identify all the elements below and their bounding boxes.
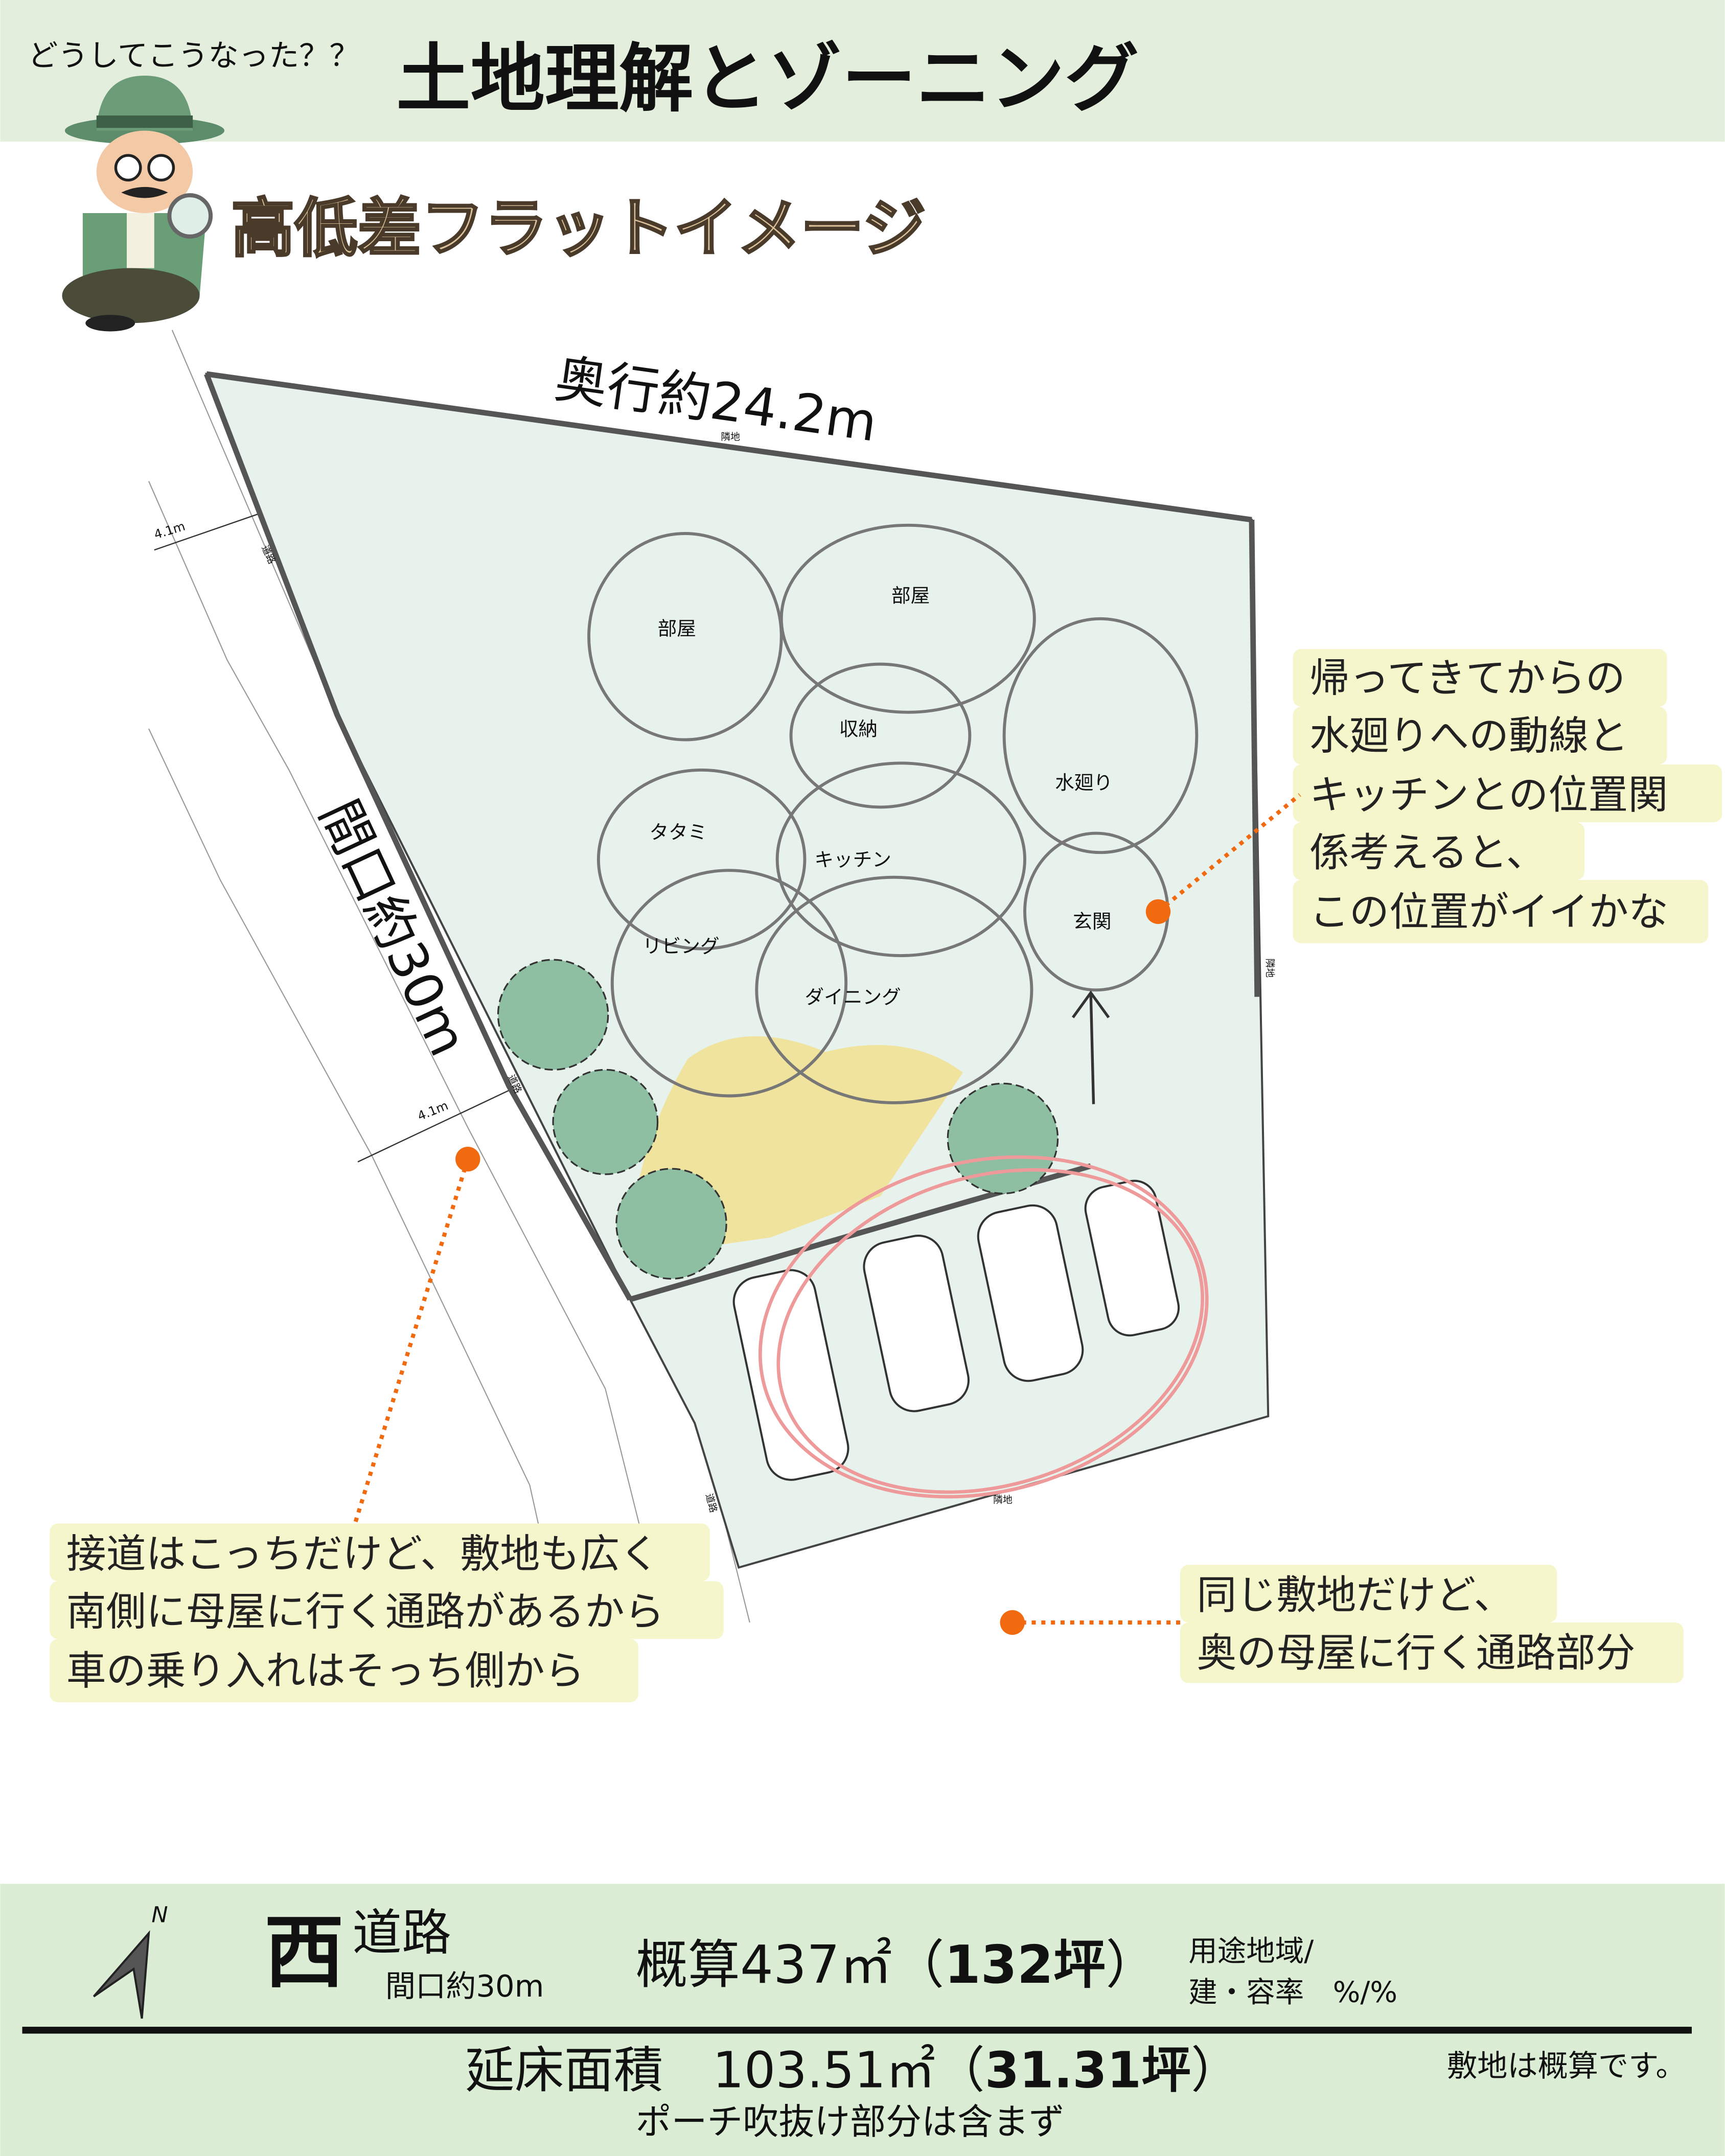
footer-divider [22,2027,1692,2034]
room-bubbles [587,523,1199,1104]
site-lot [204,373,1270,1569]
callout-road: 接道はこっちだけど、敷地も広く 南側に母屋に行く通路があるから 車の乗り入れはそ… [50,1147,724,1703]
marker-dot [455,1147,480,1172]
page-title: 土地理解とゾーニング [396,36,1139,122]
site-boundary-east [1249,520,1260,997]
marker-dot [1145,899,1171,924]
floor-area-value: 延床面積 103.51㎡（ [465,2041,985,2099]
detective-character-icon [62,75,225,332]
callout-line: 同じ敷地だけど、 [1197,1572,1513,1618]
entry-arrow-icon [1071,990,1110,1104]
callout-passage: 同じ敷地だけど、 奥の母屋に行く通路部分 [1000,1565,1684,1683]
room-label: リビング [642,935,720,958]
room-label: 収納 [839,718,878,740]
callout-line: 接道はこっちだけど、敷地も広く [66,1531,660,1577]
callout-line: 奥の母屋に行く通路部分 [1197,1630,1635,1676]
callout-line: 南側に母屋に行く通路があるから [66,1589,664,1635]
site-area-value: 概算437㎡（ [636,1935,945,1996]
marker-dot [1000,1610,1025,1635]
dimension-lines [154,512,510,1163]
approx-note: 敷地は概算です。 [1447,2048,1686,2083]
neighbor-label: 隣地 [993,1494,1013,1505]
floor-area: 延床面積 103.51㎡（31.31坪） [465,2041,1240,2099]
zoning-label: 用途地域/ [1188,1935,1314,1968]
callout-line: 帰ってきてからの [1309,655,1625,701]
site-area-close: ） [1106,1935,1158,1996]
tree-icon [497,959,1059,1280]
header-kicker: どうしてこうなった？？ [28,38,359,73]
compass-label: N [151,1903,168,1928]
callout-line: 車の乗り入れはそっち側から [66,1648,585,1694]
road-width-label: 4.1m [152,519,187,542]
north-arrow-icon [93,1930,150,2019]
site-area-tsubo: 132坪 [945,1935,1106,1996]
frontage-value: 間口約30m [385,1968,544,2004]
floor-area-close: ） [1191,2041,1240,2099]
floor-area-tsubo: 31.31坪 [985,2041,1191,2099]
room-label: 玄関 [1073,910,1111,933]
road-direction: 西 [264,1906,344,1999]
room-label: 水廻り [1055,771,1113,794]
room-label: 部屋 [658,617,696,640]
room-label: 部屋 [891,585,930,607]
room-label: タタミ [649,821,707,843]
callout-line: この位置がイイかな [1309,889,1668,935]
parking-area-circle [758,1155,1209,1499]
neighbor-label: 隣地 [1264,958,1276,978]
coverage-label: 建・容率 %/% [1188,1976,1397,2009]
road-label: 道路 [352,1904,451,1961]
floor-area-note: ポーチ吹抜け部分は含まず [636,2101,1065,2143]
callout-line: 水廻りへの動線と [1309,713,1628,759]
callout-line: 係考えると、 [1309,830,1546,876]
footer-band [0,1884,1725,2156]
road-width-label: 4.1m [416,1098,450,1123]
site-area: 概算437㎡（132坪） [636,1935,1158,1996]
callout-line: キッチンとの位置関 [1309,772,1668,818]
site-boundary-north [206,371,1252,523]
room-label: ダイニング [804,986,901,1008]
room-label: キッチン [814,848,891,871]
site-boundary-road [204,373,633,1301]
header-band [0,0,1725,142]
subtitle: 高低差フラットイメージ [231,192,926,266]
car-icon [732,1179,1180,1481]
neighbor-label: 隣地 [721,431,740,443]
callout-entrance: 帰ってきてからの 水廻りへの動線と キッチンとの位置関 係考えると、 この位置が… [1145,649,1722,943]
